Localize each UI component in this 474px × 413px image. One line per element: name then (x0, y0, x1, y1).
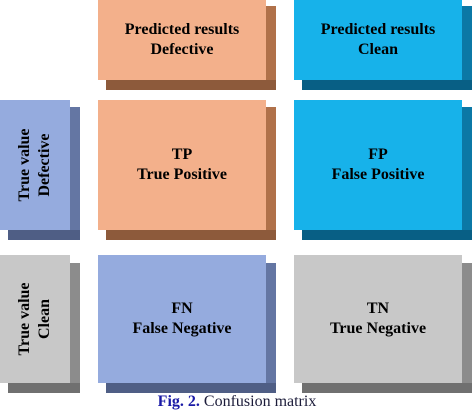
fp-cell-side (462, 107, 472, 237)
true-clean-label: True value Clean (15, 282, 55, 355)
tn-cell-side (462, 263, 472, 393)
true-defective-row-bottom (8, 230, 80, 240)
figure-caption: Fig. 2. Confusion matrix (0, 393, 474, 411)
tp-name: True Positive (137, 166, 227, 183)
true-defective-line2: Defective (36, 133, 53, 197)
tp-cell-side (266, 107, 276, 237)
tp-cell-bottom (106, 230, 276, 240)
true-defective-row-side (70, 107, 80, 237)
tn-abbr: TN (366, 300, 390, 317)
fn-abbr: FN (171, 300, 193, 317)
true-clean-line1: True value (16, 282, 33, 356)
figure-label: Fig. 2. (157, 393, 200, 410)
true-defective-line1: True value (16, 128, 33, 202)
fn-cell-bottom (106, 383, 276, 393)
true-clean-line2: Clean (36, 299, 53, 339)
predicted-clean-header-face: Predicted results Clean (294, 0, 462, 80)
predicted-defective-header-side (266, 6, 276, 86)
true-defective-row-face: True value Defective (0, 100, 70, 230)
fp-name: False Positive (331, 166, 425, 183)
predicted-defective-line1: Predicted results (124, 21, 240, 38)
true-clean-row-bottom (8, 383, 80, 393)
tp-abbr: TP (171, 146, 193, 163)
fp-cell-bottom (302, 230, 472, 240)
tp-cell-face: TP True Positive (98, 100, 266, 230)
predicted-clean-line1: Predicted results (320, 21, 436, 38)
fn-cell-side (266, 263, 276, 393)
fp-cell-face: FP False Positive (294, 100, 462, 230)
predicted-defective-header-face: Predicted results Defective (98, 0, 266, 80)
predicted-defective-line2: Defective (150, 41, 214, 58)
predicted-clean-header-bottom (302, 80, 472, 90)
fn-name: False Negative (132, 320, 232, 337)
true-clean-row-side (70, 263, 80, 393)
tn-cell-bottom (302, 383, 472, 393)
tn-name: True Negative (329, 320, 427, 337)
true-defective-label: True value Defective (15, 128, 55, 201)
predicted-defective-header-bottom (106, 80, 276, 90)
fp-abbr: FP (368, 146, 388, 163)
figure-caption-text: Confusion matrix (203, 393, 317, 410)
tn-cell-face: TN True Negative (294, 255, 462, 383)
predicted-clean-line2: Clean (358, 41, 398, 58)
fn-cell-face: FN False Negative (98, 255, 266, 383)
predicted-clean-header-side (462, 6, 472, 86)
true-clean-row-face: True value Clean (0, 255, 70, 383)
